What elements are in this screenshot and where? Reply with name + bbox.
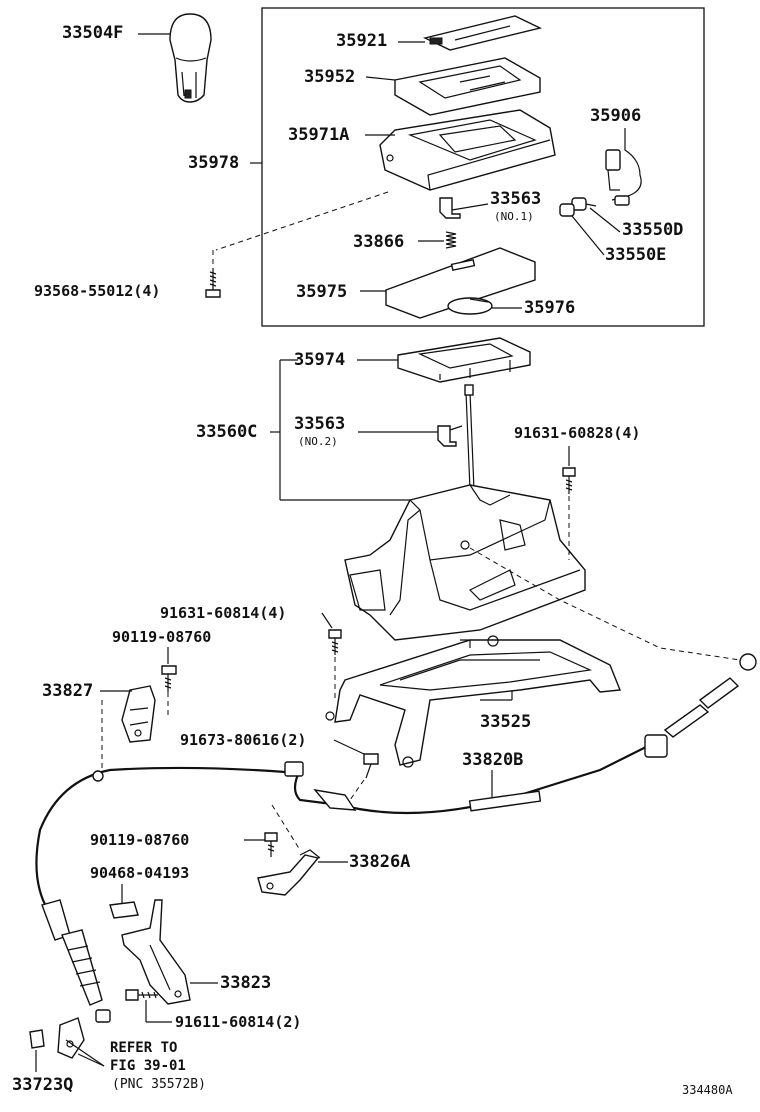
tapping-screw-93568 [205, 268, 221, 298]
bolt-91631-60814 [328, 629, 342, 655]
label-33820B: 33820B [462, 750, 524, 770]
assembly-group-box [261, 7, 705, 327]
label-91631-60828: 91631-60828(4) [514, 424, 641, 442]
lock-release-button-no2 [437, 425, 463, 447]
label-91673-80616: 91673-80616(2) [180, 731, 307, 749]
label-33866: 33866 [353, 232, 405, 252]
label-33550E: 33550E [605, 245, 667, 265]
slide-cover-plate [385, 247, 536, 319]
label-35971A: 35971A [288, 125, 350, 145]
shift-lever-mounting-bracket [325, 635, 621, 768]
compression-spring [445, 231, 457, 249]
label-33525: 33525 [480, 712, 532, 732]
reference-line-1: REFER TO [110, 1040, 178, 1056]
indicator-wire-harness [605, 128, 642, 206]
cable-bracket-33826A [257, 849, 321, 896]
bolt-90119-08760-upper [161, 665, 177, 692]
lock-release-button-no1 [439, 197, 461, 219]
label-33504F: 33504F [62, 23, 124, 43]
note-no2: (NO.2) [298, 435, 338, 448]
label-33563-no1: 33563 [490, 189, 542, 209]
label-35978: 35978 [188, 153, 240, 173]
shift-lever-rod [464, 384, 475, 491]
label-33560C: 33560C [196, 422, 258, 442]
label-33563-no2: 33563 [294, 414, 346, 434]
reference-line-3: (PNC 35572B) [112, 1077, 206, 1092]
position-indicator-housing [394, 57, 541, 116]
label-35975: 35975 [296, 282, 348, 302]
shift-lever-boot-ring [447, 297, 493, 315]
label-93568-55012: 93568-55012(4) [34, 282, 161, 300]
console-upper-cover [379, 109, 556, 191]
indicator-plate [422, 15, 543, 51]
label-90468-04193: 90468-04193 [90, 864, 190, 882]
label-91611-60814: 91611-60814(2) [175, 1013, 302, 1031]
label-35906: 35906 [590, 106, 642, 126]
label-35974: 35974 [294, 350, 346, 370]
label-35921: 35921 [336, 31, 388, 51]
retainer-33723Q [29, 1029, 45, 1049]
bolt-91673-80616 [363, 753, 379, 779]
label-33823: 33823 [220, 973, 272, 993]
label-33723Q: 33723Q [12, 1075, 74, 1095]
bolt-90119-08760-lower [264, 832, 278, 857]
clip-90468-04193 [109, 901, 139, 919]
label-90119-08760-lower: 90119-08760 [90, 831, 190, 849]
label-33827: 33827 [42, 681, 94, 701]
label-35976: 35976 [524, 298, 576, 318]
bolt-91611-60814 [125, 989, 158, 1001]
label-35952: 35952 [304, 67, 356, 87]
label-91631-60814: 91631-60814(4) [160, 604, 287, 622]
transmission-control-cable [35, 653, 757, 1023]
diagram-code: 334480A [682, 1083, 733, 1097]
shift-lever-assembly-housing [344, 484, 586, 641]
note-no1: (NO.1) [494, 210, 534, 223]
shift-knob [169, 13, 212, 103]
reference-line-2: FIG 39-01 [110, 1058, 186, 1074]
bolt-91631-60828 [562, 467, 576, 494]
label-90119-08760-upper: 90119-08760 [112, 628, 212, 646]
label-33826A: 33826A [349, 852, 411, 872]
cable-bracket-33823 [121, 899, 191, 1005]
shift-lever-cover [397, 337, 531, 383]
reference-part-35572B [57, 1017, 85, 1059]
indicator-bulb-sockets [559, 197, 597, 217]
cable-clamp-33827 [121, 685, 156, 743]
label-33550D: 33550D [622, 220, 684, 240]
